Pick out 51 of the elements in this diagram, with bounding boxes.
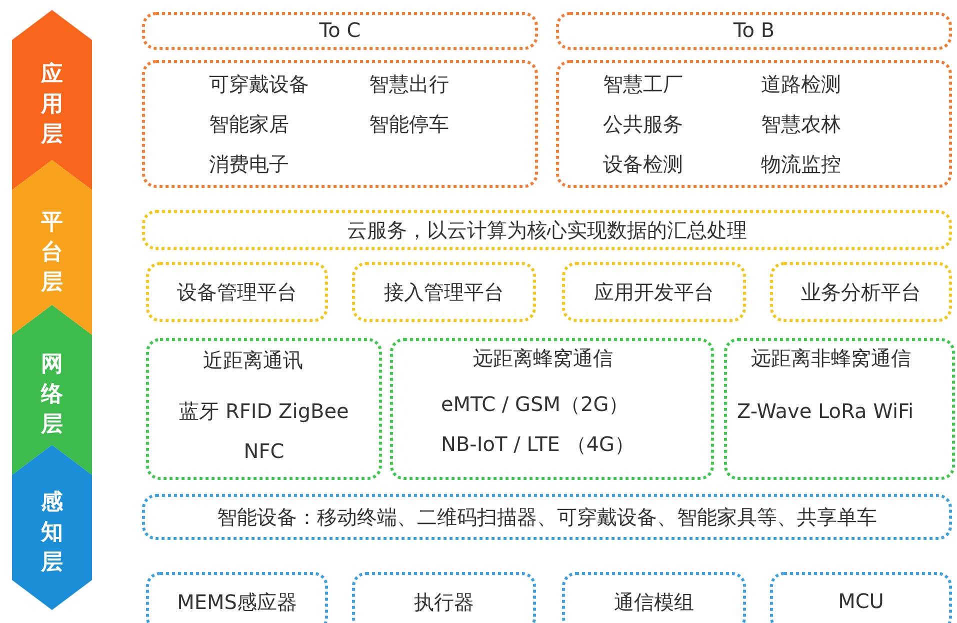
category-box xyxy=(142,60,538,188)
category-box xyxy=(556,12,952,50)
item-label: To C xyxy=(318,18,362,42)
item-label: MEMS感应器 xyxy=(176,589,298,616)
item-label: 消费电子 xyxy=(209,151,289,178)
category-box xyxy=(770,262,952,322)
item-label: 智慧工厂 xyxy=(603,71,683,98)
item-label: 可穿戴设备 xyxy=(209,71,309,98)
item-label: 公共服务 xyxy=(603,111,683,138)
category-box xyxy=(562,572,746,623)
category-box xyxy=(146,262,328,322)
category-box xyxy=(390,338,714,480)
category-box xyxy=(142,494,952,540)
item-label: 蓝牙 RFID ZigBee NFC xyxy=(178,398,350,465)
category-box xyxy=(142,12,538,50)
item-label: 物流监控 xyxy=(761,151,841,178)
category-box xyxy=(142,210,952,250)
category-box xyxy=(562,262,746,322)
item-label: MCU xyxy=(837,589,885,613)
item-label: 智慧出行 xyxy=(369,71,449,98)
item-label: eMTC / GSM（2G） xyxy=(441,391,629,418)
item-label: 业务分析平台 xyxy=(800,279,922,306)
item-label: 通信模组 xyxy=(613,589,695,616)
item-label: 接入管理平台 xyxy=(383,279,505,306)
category-box xyxy=(770,572,952,623)
group-heading: 近距离通讯 xyxy=(203,347,303,374)
item-label: 云服务，以云计算为核心实现数据的汇总处理 xyxy=(346,217,748,244)
category-box xyxy=(352,572,536,623)
category-box xyxy=(146,572,328,623)
item-label: 道路检测 xyxy=(761,71,841,98)
category-box xyxy=(352,262,536,322)
item-label: 设备管理平台 xyxy=(176,279,298,306)
layer-label: 网络层 xyxy=(40,351,64,439)
group-heading: 远距离蜂窝通信 xyxy=(473,345,613,372)
layer-label: 感知层 xyxy=(40,488,64,576)
item-label: Z-Wave LoRa WiFi xyxy=(737,399,914,423)
group-heading: 远距离非蜂窝通信 xyxy=(751,345,911,372)
item-label: 智能停车 xyxy=(369,111,449,138)
item-label: 应用开发平台 xyxy=(593,279,715,306)
layer-label: 平台层 xyxy=(40,208,64,296)
category-box xyxy=(724,338,955,480)
item-label: To B xyxy=(732,18,776,42)
category-box xyxy=(146,338,382,480)
layer-label: 应用层 xyxy=(40,60,64,149)
item-label: 智能设备：移动终端、二维码扫描器、可穿戴设备、智能家具等、共享单车 xyxy=(216,504,878,531)
category-box xyxy=(556,60,952,188)
item-label: 智慧农林 xyxy=(761,111,841,138)
item-label: 设备检测 xyxy=(603,151,683,178)
item-label: 执行器 xyxy=(413,589,475,616)
item-label: NB-IoT / LTE （4G） xyxy=(441,431,635,458)
item-label: 智能家居 xyxy=(209,111,289,138)
